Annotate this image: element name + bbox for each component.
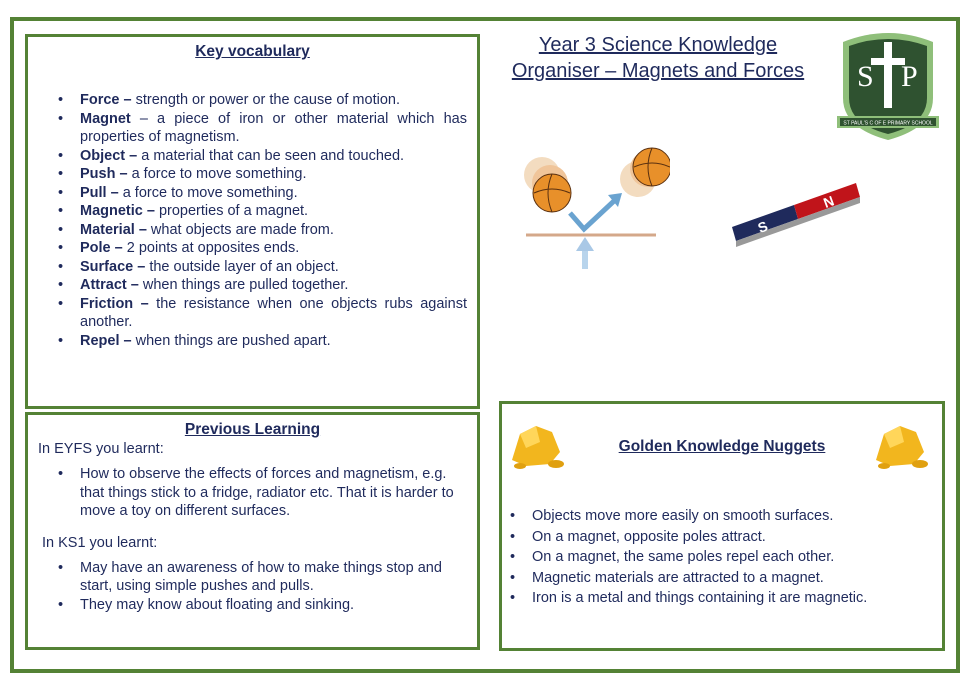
vocab-item: Pull – a force to move something. — [58, 184, 467, 203]
svg-text:P: P — [901, 60, 918, 93]
vocab-item: Object – a material that can be seen and… — [58, 147, 467, 166]
vocab-item: Material – what objects are made from. — [58, 221, 467, 240]
svg-text:S: S — [857, 60, 874, 93]
vocab-item: Repel – when things are pushed apart. — [58, 332, 467, 351]
eyfs-label: In EYFS you learnt: — [38, 441, 164, 457]
vocab-item: Attract – when things are pulled togethe… — [58, 276, 467, 295]
nugget-item: On a magnet, opposite poles attract. — [510, 527, 932, 548]
bouncing-ball-illustration — [524, 147, 670, 269]
key-vocabulary-panel: Key vocabulary Force – strength or power… — [25, 34, 480, 409]
vocab-item: Magnetic – properties of a magnet. — [58, 202, 467, 221]
ks1-label: In KS1 you learnt: — [42, 534, 158, 551]
previous-learning-panel: Previous Learning In EYFS you learnt: Ho… — [25, 412, 480, 650]
vocab-item: Surface – the outside layer of an object… — [58, 258, 467, 277]
vocab-list: Force – strength or power or the cause o… — [58, 91, 467, 351]
eyfs-item: How to observe the effects of forces and… — [58, 465, 467, 521]
vocab-item: Pole – 2 points at opposites ends. — [58, 239, 467, 258]
nugget-item: Magnetic materials are attracted to a ma… — [510, 568, 932, 589]
ks1-item: May have an awareness of how to make thi… — [58, 559, 467, 596]
svg-text:ST PAUL'S C OF E PRIMARY SCHOO: ST PAUL'S C OF E PRIMARY SCHOOL — [843, 121, 932, 127]
key-vocabulary-heading: Key vocabulary — [195, 43, 310, 60]
vocab-item: Magnet – a piece of iron or other materi… — [58, 110, 467, 147]
nugget-item: Objects move more easily on smooth surfa… — [510, 506, 932, 527]
gold-nugget-icon — [512, 426, 564, 469]
bar-magnet-illustration: S N — [732, 183, 860, 247]
vocab-item: Force – strength or power or the cause o… — [58, 91, 467, 110]
school-logo: S P ST PAUL'S C OF E PRIMARY SCHOOL — [837, 33, 939, 140]
vocab-item: Friction – the resistance when one objec… — [58, 295, 467, 332]
page-border — [10, 17, 960, 673]
nugget-item: Iron is a metal and things containing it… — [510, 588, 932, 609]
golden-knowledge-panel: Golden Knowledge Nuggets Objects move mo… — [499, 401, 945, 651]
previous-learning-heading: Previous Learning — [184, 421, 321, 438]
golden-knowledge-heading: Golden Knowledge Nuggets — [618, 438, 826, 455]
vocab-item: Push – a force to move something. — [58, 165, 467, 184]
ks1-item: They may know about floating and sinking… — [58, 596, 467, 615]
nugget-item: On a magnet, the same poles repel each o… — [510, 547, 932, 568]
gold-nugget-icon — [876, 426, 928, 469]
